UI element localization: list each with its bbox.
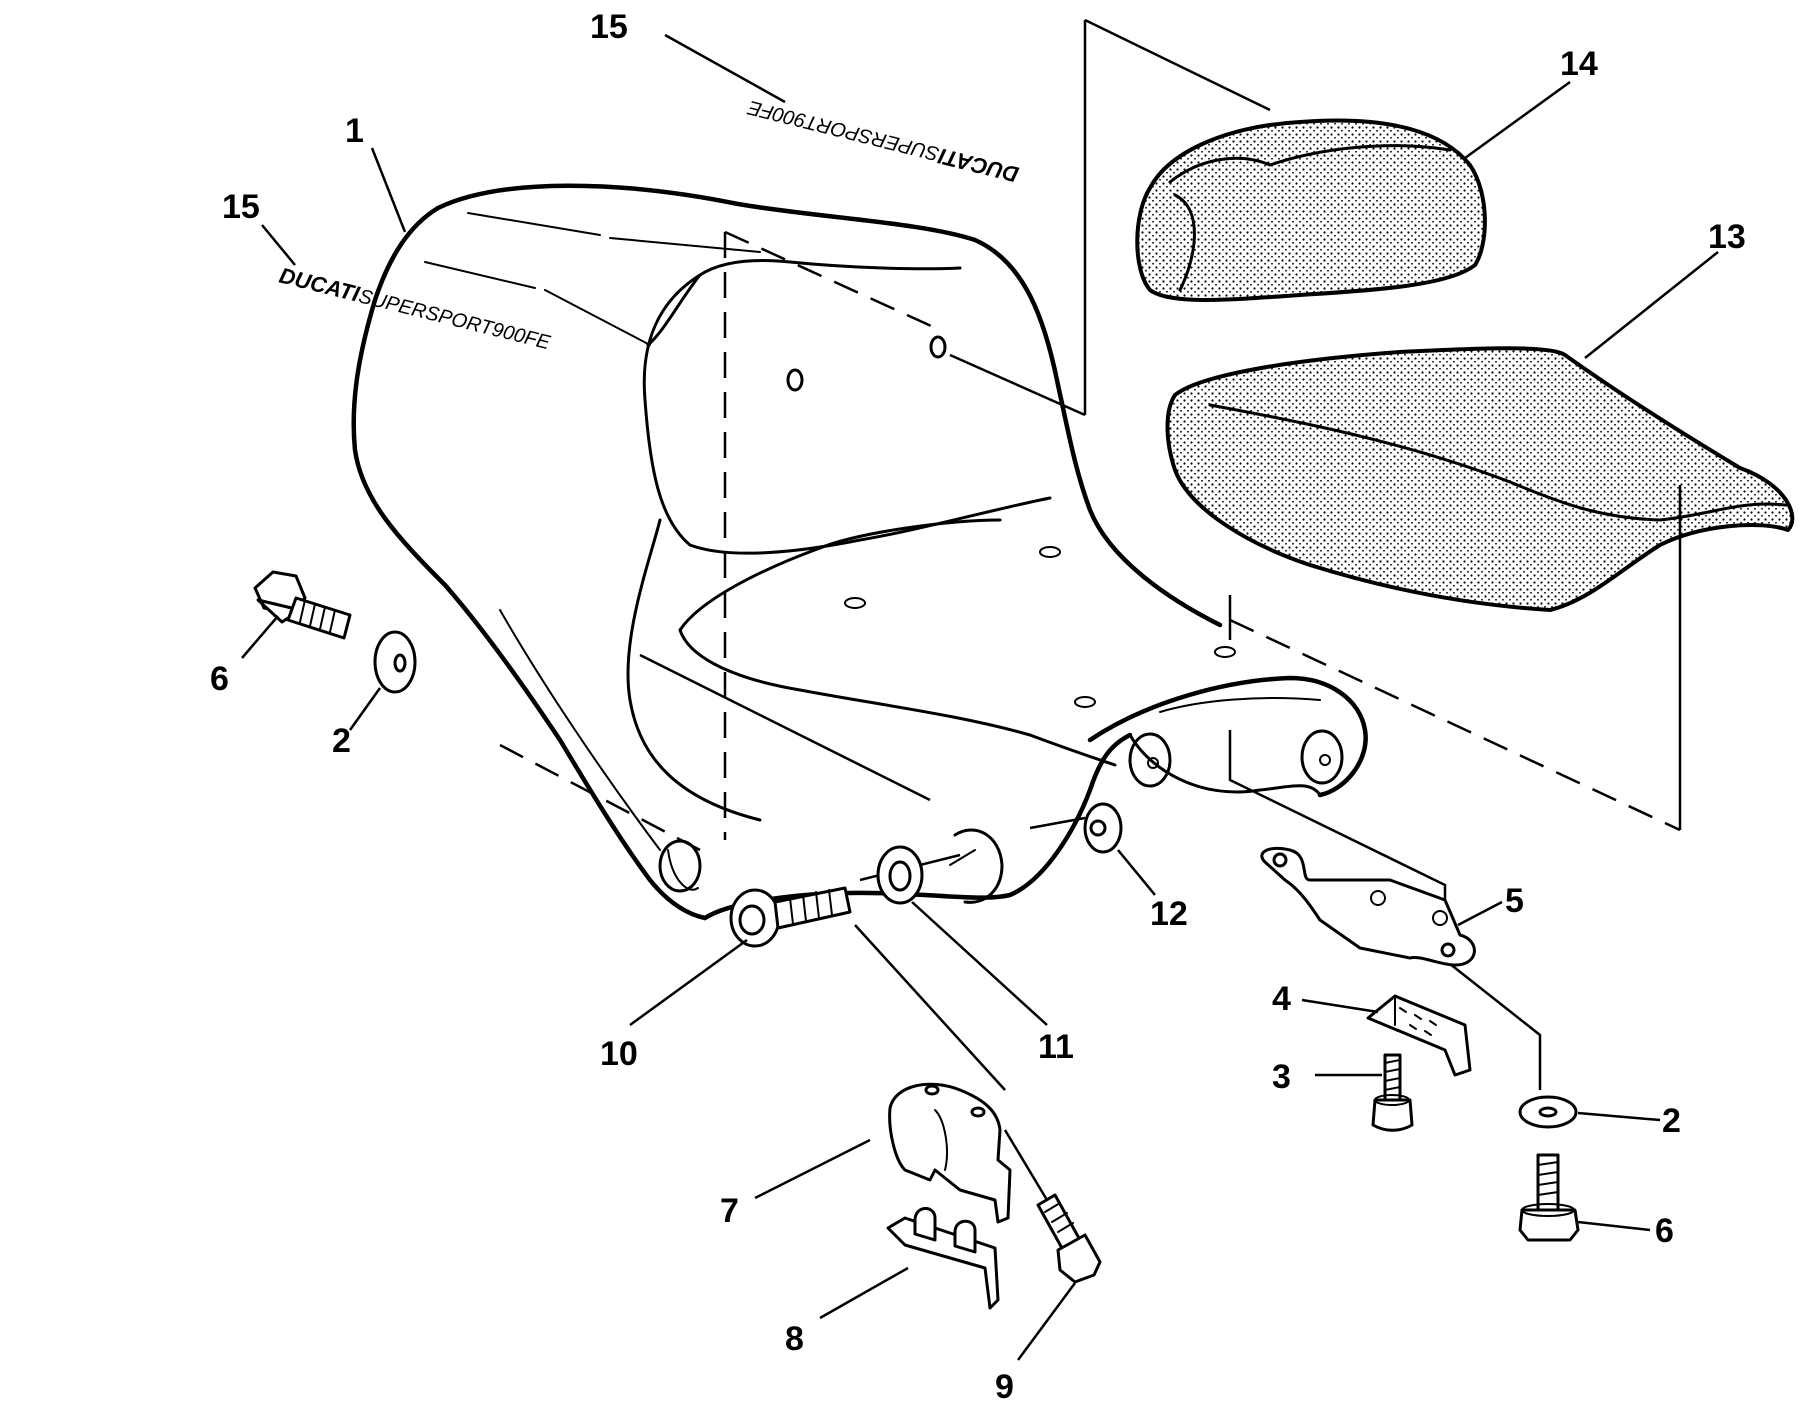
washer-lower bbox=[1518, 1095, 1578, 1129]
callout-14: 14 bbox=[1560, 45, 1598, 83]
nut-plate bbox=[1366, 994, 1472, 1077]
callout-15-left: 15 bbox=[222, 188, 260, 226]
socket-screw bbox=[729, 886, 852, 948]
socket-bolt-small bbox=[1371, 1053, 1414, 1132]
decal-right-brand: DUCATI bbox=[935, 143, 1021, 187]
callout-2-upper: 2 bbox=[332, 722, 351, 760]
callout-8: 8 bbox=[785, 1320, 804, 1358]
seat-shell bbox=[351, 183, 1368, 921]
callout-6-upper: 6 bbox=[210, 660, 229, 698]
decal-right-model: SUPERSPORT900FE bbox=[745, 96, 941, 165]
callout-12: 12 bbox=[1150, 895, 1188, 933]
callout-7: 7 bbox=[720, 1192, 739, 1230]
base-plate bbox=[886, 1207, 1000, 1310]
decal-left: DUCATI SUPERSPORT900FE bbox=[277, 263, 553, 355]
callout-leaders bbox=[241, 33, 1719, 1361]
assembly-lines bbox=[639, 18, 1682, 1206]
callout-13: 13 bbox=[1708, 218, 1746, 256]
passenger-seat-pad bbox=[1135, 118, 1487, 302]
callout-2-lower: 2 bbox=[1662, 1102, 1681, 1140]
decal-left-model: SUPERSPORT900FE bbox=[356, 285, 552, 354]
callout-15-top: 15 bbox=[590, 8, 628, 46]
mounting-plate bbox=[1260, 846, 1476, 967]
decal-right-mirrored: DUCATI SUPERSPORT900FE bbox=[745, 96, 1021, 188]
callout-10: 10 bbox=[600, 1035, 638, 1073]
flange-bolt-upper bbox=[253, 570, 352, 640]
flanged-screw bbox=[1036, 1193, 1102, 1284]
callout-1: 1 bbox=[345, 112, 364, 150]
callout-9: 9 bbox=[995, 1368, 1014, 1406]
rubber-grommet bbox=[1083, 802, 1123, 854]
callout-4: 4 bbox=[1272, 980, 1291, 1018]
decal-left-brand: DUCATI bbox=[277, 263, 363, 307]
rider-seat-cover bbox=[1165, 346, 1795, 612]
washer-upper bbox=[373, 630, 417, 694]
callout-labels: 15 15 1 14 13 6 2 12 5 4 3 10 11 2 7 6 8… bbox=[210, 8, 1746, 1406]
callout-5: 5 bbox=[1505, 882, 1524, 920]
flange-bolt-lower bbox=[1518, 1153, 1580, 1242]
callout-6-lower: 6 bbox=[1655, 1212, 1674, 1250]
washer-center bbox=[876, 845, 924, 905]
callout-3: 3 bbox=[1272, 1058, 1291, 1096]
seat-bracket bbox=[888, 1082, 1012, 1224]
callout-11: 11 bbox=[1038, 1028, 1074, 1066]
